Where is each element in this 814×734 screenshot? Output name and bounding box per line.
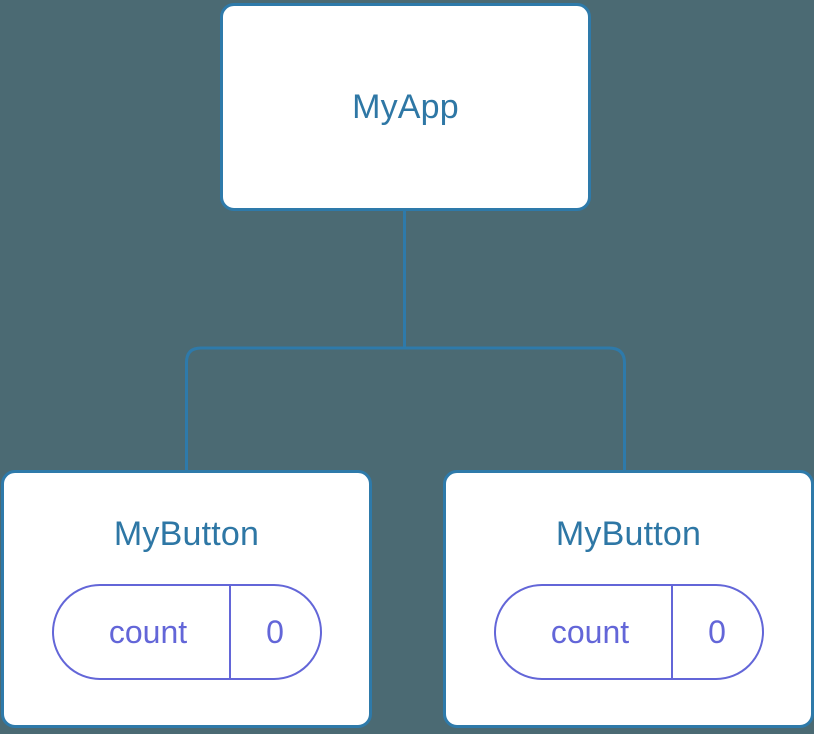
node-root-myapp[interactable]: MyApp [220,3,591,211]
node-title: MyButton [113,515,260,553]
node-title: MyButton [555,515,702,553]
state-pill[interactable]: count 0 [493,584,764,680]
node-title: MyApp [352,88,459,126]
state-pill[interactable]: count 0 [51,584,322,680]
connector-bus-right [404,346,626,470]
state-key: count [108,614,188,650]
connector-bus-left [185,346,405,470]
state-value: 0 [228,586,320,678]
state-key: count [550,614,630,650]
node-child-mybutton-1[interactable]: MyButton count 0 [1,470,372,728]
node-child-mybutton-2[interactable]: MyButton count 0 [443,470,814,728]
state-value: 0 [670,586,762,678]
